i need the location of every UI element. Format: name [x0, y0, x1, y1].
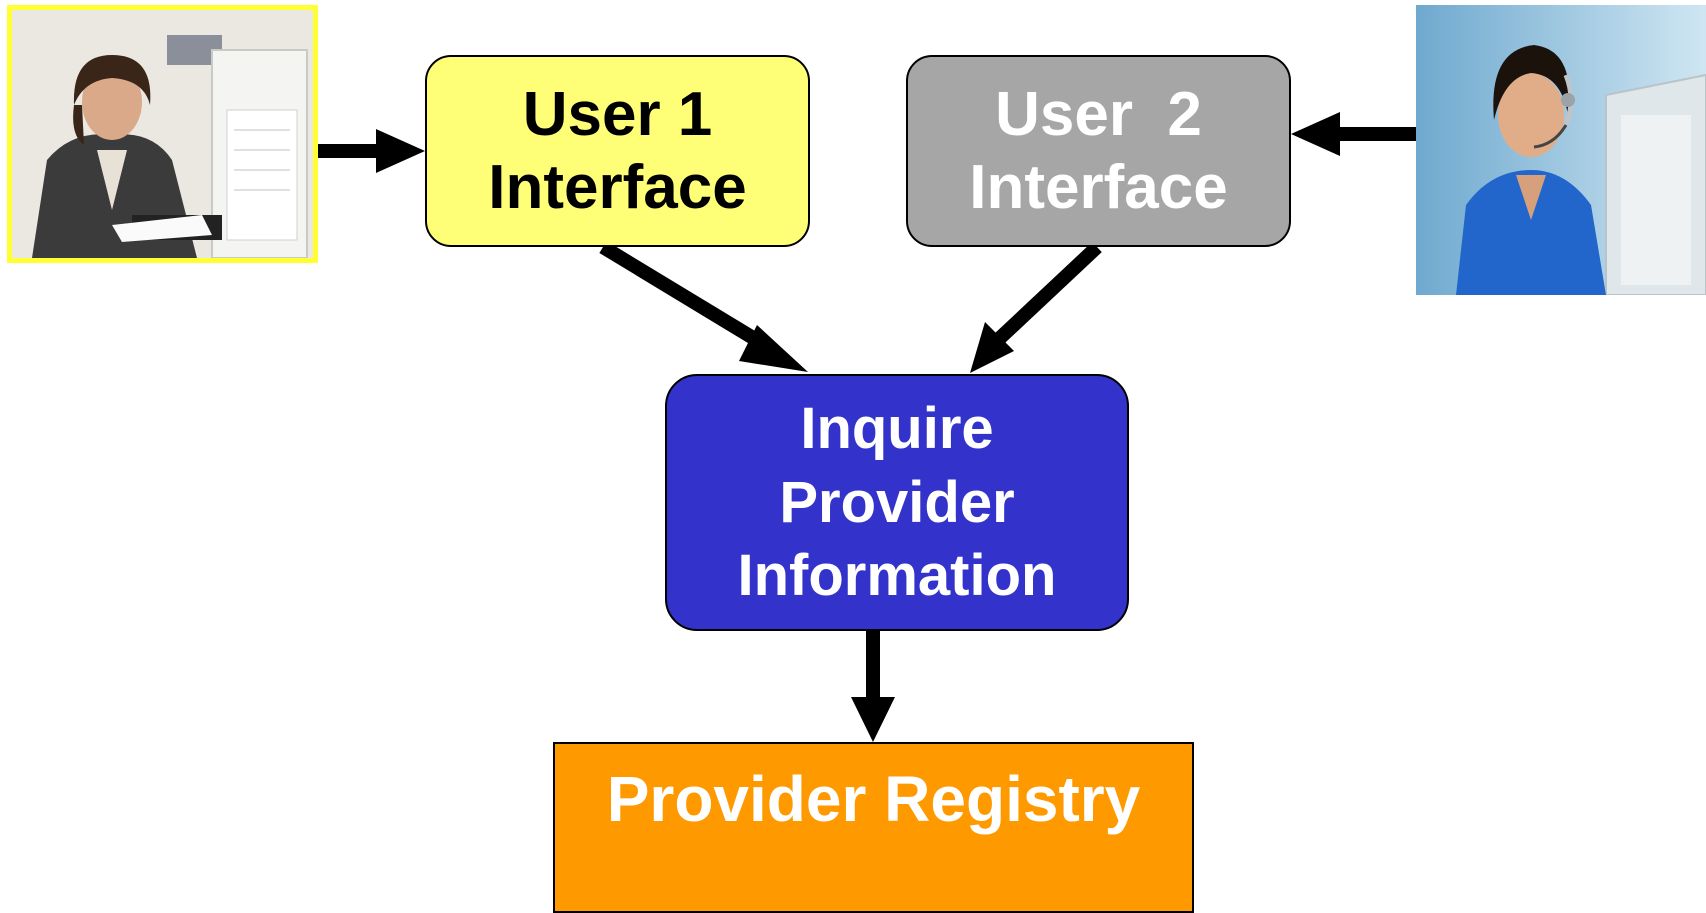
user2-interface-line2: Interface: [969, 153, 1228, 222]
user1-interface-line2: Interface: [488, 153, 747, 222]
person-with-headset-icon: [1416, 5, 1706, 295]
provider-registry-label: Provider Registry: [606, 763, 1141, 835]
arrow-user1-to-inquire: [599, 241, 808, 372]
inquire-line1: Inquire: [800, 396, 994, 462]
user1-interface-box: User 1 Interface: [425, 55, 810, 247]
arrow-photo2-to-user2: [1291, 112, 1416, 156]
user2-interface-line1: User 2: [995, 79, 1202, 149]
arrow-inquire-to-registry: [851, 631, 895, 742]
person-at-desk-icon: [12, 10, 313, 258]
inquire-provider-information-box: Inquire Provider Information: [665, 374, 1129, 631]
inquire-line2: Provider: [779, 469, 1015, 535]
inquire-line3: Information: [737, 543, 1057, 609]
arrow-user2-to-inquire: [970, 241, 1102, 373]
user1-interface-line1: User 1: [522, 79, 713, 149]
user2-photo: [1416, 5, 1706, 295]
user1-photo: [7, 5, 318, 263]
provider-registry-box: Provider Registry: [553, 742, 1194, 913]
user2-interface-box: User 2 Interface: [906, 55, 1291, 247]
arrow-photo1-to-user1: [318, 129, 425, 173]
